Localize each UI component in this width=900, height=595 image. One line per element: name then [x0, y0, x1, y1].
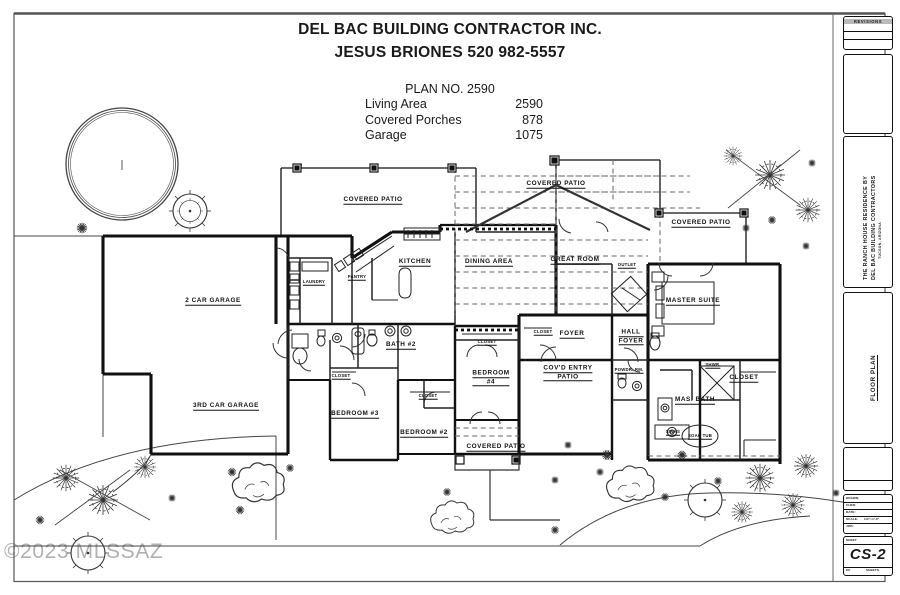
field-job: JOB: — [846, 524, 854, 528]
room-label-dining-area: DINING AREA — [464, 257, 514, 267]
room-label-line1: HALL — [618, 328, 644, 337]
room-label-bath-2: BATH #2 — [385, 340, 417, 350]
room-label-two-car-garage: 2 CAR GARAGE — [185, 296, 241, 306]
field-scale: SCALE: — [846, 517, 859, 521]
area-label: Garage — [365, 128, 407, 142]
project-line-1: THE RANCH HOUSE RESIDENCE BY — [863, 175, 869, 280]
revisions-block: REVISIONS — [843, 16, 893, 50]
field-date: DATE: — [846, 510, 856, 514]
annotation-closet-foyer: CLOSET — [533, 328, 553, 336]
room-label-covered-patio-north: COVERED PATIO — [526, 179, 586, 189]
annotation-pantry: PANTRY — [347, 273, 367, 281]
annotation-powder-room: POWDR. RM. — [614, 366, 644, 374]
project-title-block: THE RANCH HOUSE RESIDENCE BY DEL BAC BUI… — [843, 136, 893, 288]
room-label-bedroom-4: BEDROOM#4 — [472, 369, 510, 387]
room-label-covered-patio-northwest: COVERED PATIO — [343, 195, 403, 205]
annotation-tub-master: SOAK TUB — [687, 432, 713, 440]
annotation-shower-master: SHWR. — [705, 361, 721, 369]
annotation-laundry: LAUNDRY — [302, 278, 326, 286]
room-label-line2: PATIO — [543, 373, 593, 382]
plan-number: PLAN NO. 2590 — [405, 82, 495, 96]
room-label-covered-patio-east: COVERED PATIO — [671, 218, 731, 228]
area-row: Covered Porches 878 — [365, 113, 543, 129]
project-line-2: DEL BAC BUILDING CONTRACTORS — [871, 175, 877, 280]
room-label-third-car-garage: 3RD CAR GARAGE — [193, 401, 259, 411]
field-scale-value: 1/4"=1'-0" — [864, 517, 880, 521]
sheet-number: CS-2 — [849, 546, 887, 563]
room-label-master-closet: CLOSET — [729, 373, 759, 383]
room-label-covered-patio-south: COVERED PATIO — [466, 442, 526, 452]
area-value: 2590 — [515, 97, 543, 111]
annotation-sink-master: SINKS — [665, 428, 681, 436]
room-label-line1: COV'D ENTRY — [543, 364, 593, 373]
sheet-of-value: SHEETS — [866, 568, 879, 572]
room-label-line2: FOYER — [618, 336, 644, 346]
area-value: 878 — [522, 112, 543, 127]
notes-block-upper — [843, 54, 893, 134]
field-drawn: DRAWN: — [846, 496, 860, 500]
area-value: 1075 — [515, 128, 543, 142]
area-label: Covered Porches — [365, 112, 462, 127]
project-location: TUCSON, ARIZONA — [878, 221, 882, 259]
sheet-of-label: OF — [846, 568, 851, 572]
field-chkd: CHKD: — [846, 503, 857, 507]
room-label-line1: BEDROOM — [472, 369, 510, 378]
room-label-line2: #4 — [472, 378, 510, 387]
notes-block-lower — [843, 447, 893, 491]
contact-line: JESUS BRIONES 520 982-5557 — [334, 44, 566, 61]
room-label-foyer: FOYER — [559, 329, 585, 339]
annotation-closet-bed2: CLOSET — [418, 392, 438, 400]
sheet-label: SHEET — [846, 538, 857, 542]
area-row: Garage 1075 — [365, 128, 543, 144]
annotation-closet-bed3: CLOSET — [331, 372, 351, 380]
room-label-master-bath: MAS. BATH — [675, 395, 715, 405]
drawing-title: FLOOR PLAN — [870, 354, 878, 401]
sheet-info-block: DRAWN: CHKD: DATE: SCALE: 1/4"=1'-0" JOB… — [843, 494, 893, 534]
area-row: Living Area 2590 — [365, 97, 543, 113]
room-label-bedroom-3: BEDROOM #3 — [331, 409, 379, 419]
room-label-bedroom-2: BEDROOM #2 — [400, 428, 448, 438]
annotation-outlet-great: OUTLET — [617, 261, 637, 269]
page-title: DEL BAC BUILDING CONTRACTOR INC. — [298, 21, 602, 38]
revisions-header: REVISIONS — [844, 19, 892, 24]
room-label-great-room: GREAT ROOM — [550, 255, 600, 265]
drawing-title-block: FLOOR PLAN — [843, 292, 893, 444]
sheet-number-block: SHEET CS-2 OF SHEETS — [843, 536, 893, 576]
room-label-master-suite: MASTER SUITE — [665, 296, 721, 306]
area-table: Living Area 2590 Covered Porches 878 Gar… — [365, 97, 543, 144]
room-label-kitchen: KITCHEN — [398, 257, 432, 267]
annotation-closet-bed4: CLOSET — [477, 338, 497, 346]
area-label: Living Area — [365, 97, 427, 111]
